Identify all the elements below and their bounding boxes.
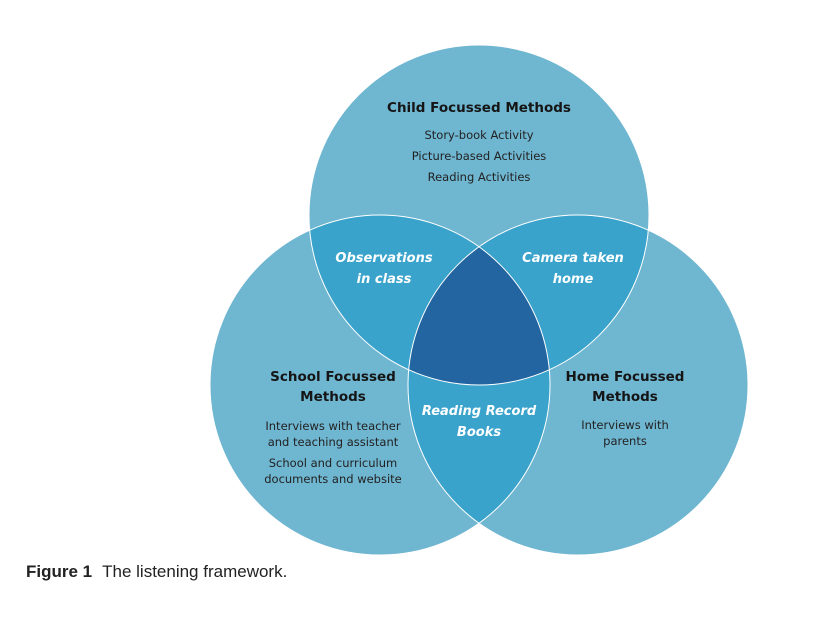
figure-label: Figure 1 [26, 562, 93, 581]
child-method-item: Story-book Activity [424, 128, 533, 142]
home-method-item: Interviews with [581, 418, 669, 432]
school-method-item: School and curriculum [269, 456, 397, 470]
figure-caption: Figure 1 The listening framework. [26, 562, 287, 582]
child-method-item: Reading Activities [428, 170, 531, 184]
overlap-child-school-label-line-2: in class [357, 272, 412, 287]
home-methods-title-line-1: Home Focussed [566, 369, 685, 385]
figure-caption-text: The listening framework. [102, 562, 288, 581]
school-methods-title-line-2: Methods [300, 389, 366, 405]
circle-outlines [209, 44, 749, 556]
overlap-school-home-label-line-2: Books [457, 425, 501, 440]
overlap-child-home-label-line-1: Camera taken [522, 251, 624, 266]
venn-diagram: Child Focussed Methods Story-book Activi… [209, 44, 749, 556]
child-method-item: Picture-based Activities [412, 149, 547, 163]
overlap-center [408, 215, 550, 385]
home-methods-title-line-2: Methods [592, 389, 658, 405]
school-method-item: documents and website [264, 472, 402, 486]
home-method-item: parents [603, 434, 647, 448]
overlap-child-school-label-line-1: Observations [335, 251, 432, 266]
school-method-item: Interviews with teacher [265, 419, 400, 433]
overlap-child-home-label-line-2: home [553, 272, 594, 287]
overlap-school-home-label-line-1: Reading Record [422, 404, 537, 419]
child-methods-title: Child Focussed Methods [387, 100, 571, 116]
school-method-item: and teaching assistant [268, 435, 399, 449]
school-methods-title-line-1: School Focussed [270, 369, 396, 385]
